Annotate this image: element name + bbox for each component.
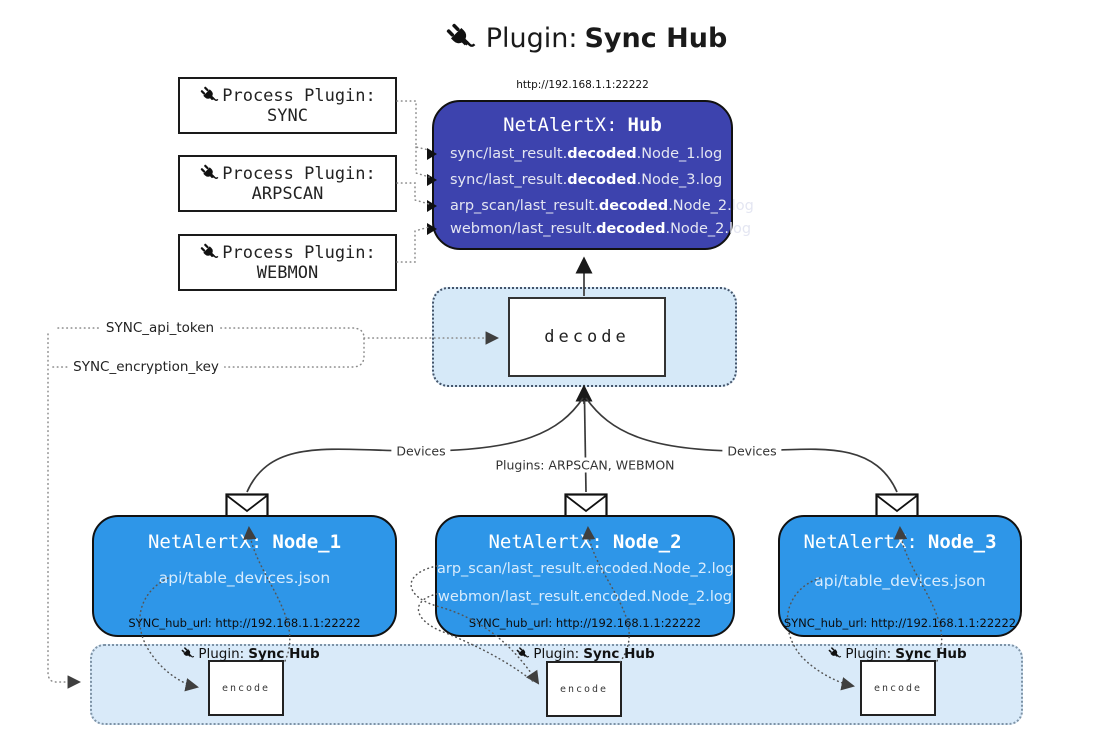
hub-title-prefix: NetAlertX:	[503, 114, 618, 136]
node-file: api/table_devices.json	[814, 572, 986, 590]
log-bold: decoded	[567, 172, 637, 188]
encode-box: encode	[860, 660, 936, 716]
node-footer: SYNC_hub_url: http://192.168.1.1:22222	[128, 616, 361, 630]
band-label-prefix: Plugin:	[198, 645, 245, 662]
node-title-name: Node_1	[272, 531, 342, 553]
hub-title-name: Hub	[627, 114, 662, 136]
hub-log-line: sync/last_result.decoded.Node_3.log	[427, 169, 723, 191]
edge-label-plugins: Plugins: ARPSCAN, WEBMON	[490, 457, 680, 473]
hub-title: NetAlertX: Hub	[434, 114, 731, 136]
hub-url: http://192.168.1.1:22222	[516, 79, 649, 91]
plug-icon	[200, 243, 219, 258]
encode-box: encode	[208, 660, 284, 716]
node-title: NetAlertX: Node_3	[780, 531, 1020, 553]
band-plugin-label: Plugin:Sync Hub	[180, 645, 320, 662]
node-file: api/table_devices.json	[158, 569, 331, 587]
log-pre: arp_scan/last_result.	[450, 198, 599, 214]
page-title: Plugin: Sync Hub	[0, 18, 1117, 58]
node-title-prefix: NetAlertX:	[488, 531, 603, 553]
arrow-right-icon	[427, 200, 437, 212]
sync-api-token-label: SYNC_api_token	[100, 320, 220, 336]
link-sync-to-hub	[396, 100, 430, 178]
arrow-right-icon	[427, 148, 437, 160]
process-plugin-name: SYNC	[267, 106, 308, 126]
node-title-name: Node_3	[927, 531, 997, 553]
node-file: webmon/last_result.encoded.Node_2.log	[437, 589, 732, 605]
edge-label-devices-left: Devices	[391, 443, 451, 459]
title-prefix: Plugin:	[485, 22, 578, 54]
plug-icon	[200, 164, 219, 179]
band-label-prefix: Plugin:	[845, 645, 892, 662]
edge-label-devices-right: Devices	[722, 443, 782, 459]
band-plugin-label: Plugin:Sync Hub	[515, 645, 655, 662]
link-settings-to-band	[47, 333, 82, 689]
band-label-prefix: Plugin:	[533, 645, 580, 662]
node-footer: SYNC_hub_url: http://192.168.1.1:22222	[468, 616, 702, 630]
log-pre: webmon/last_result.	[450, 221, 597, 237]
log-post: .Node_1.log	[636, 146, 723, 162]
title-name: Sync Hub	[584, 22, 728, 54]
node-title-name: Node_2	[612, 531, 682, 553]
log-pre: sync/last_result.	[450, 172, 568, 188]
node-footer: SYNC_hub_url: http://192.168.1.1:22222	[783, 616, 1017, 630]
log-pre: sync/last_result.	[450, 146, 568, 162]
band-plugin-label: Plugin:Sync Hub	[827, 645, 967, 662]
node-2-box: NetAlertX: Node_2 arp_scan/last_result.en…	[435, 515, 735, 637]
node-file: arp_scan/last_result.encoded.Node_2.log	[437, 561, 734, 577]
log-bold: decoded	[598, 198, 669, 214]
arrow-right-icon	[427, 223, 437, 235]
hub-log-line: sync/last_result.decoded.Node_1.log	[427, 143, 723, 165]
sync-encryption-key-label: SYNC_encryption_key	[68, 359, 224, 375]
decode-box: decode	[508, 297, 666, 377]
decode-label: decode	[544, 327, 630, 347]
encode-label: encode	[873, 682, 923, 694]
node-title-prefix: NetAlertX:	[147, 531, 263, 553]
arrow-right-icon	[427, 174, 437, 186]
encode-label: encode	[559, 683, 609, 695]
process-plugin-label: Process Plugin:	[222, 163, 376, 184]
node-title: NetAlertX: Node_2	[437, 531, 733, 553]
process-plugin-label: Process Plugin:	[222, 242, 376, 263]
encode-box: encode	[546, 661, 622, 717]
log-bold: decoded	[567, 146, 637, 162]
hub-box: NetAlertX:Hub sync/last_result.decoded.N…	[427, 100, 754, 250]
process-plugin-name: ARPSCAN	[251, 184, 324, 204]
plug-icon	[446, 23, 476, 47]
band-label-name: Sync Hub	[895, 645, 967, 662]
node-title: NetAlertX: Node_1	[94, 531, 395, 553]
node-title-prefix: NetAlertX:	[803, 531, 918, 553]
process-plugin-sync: Process Plugin: SYNC	[178, 77, 397, 134]
plug-icon	[516, 647, 530, 658]
process-plugin-arpscan: Process Plugin: ARPSCAN	[178, 155, 397, 212]
link-webmon-to-hub	[396, 226, 430, 263]
node-1-box: NetAlertX:Node_1 api/table_devices.json …	[92, 515, 397, 637]
link-arpscan-to-hub	[396, 182, 430, 205]
band-label-name: Sync Hub	[583, 645, 655, 662]
plug-icon	[828, 647, 842, 658]
log-post: .Node_2.log	[668, 198, 754, 214]
band-label-name: Sync Hub	[248, 645, 320, 662]
log-post: .Node_2.log	[665, 221, 752, 237]
node-3-box: NetAlertX:Node_3 api/table_devices.json …	[778, 515, 1022, 637]
hub-log-line: arp_scan/last_result.decoded.Node_2.log	[427, 195, 754, 217]
process-plugin-name: WEBMON	[256, 263, 319, 283]
log-bold: decoded	[596, 221, 666, 237]
log-post: .Node_3.log	[636, 172, 723, 188]
process-plugin-webmon: Process Plugin: WEBMON	[178, 234, 397, 291]
process-plugin-label: Process Plugin:	[222, 85, 376, 106]
edge-node2-plugins	[583, 399, 587, 493]
plug-icon	[181, 647, 195, 658]
plug-icon	[200, 86, 219, 101]
hub-log-line: webmon/last_result.decoded.Node_2.log	[427, 218, 752, 240]
encode-label: encode	[221, 682, 271, 694]
